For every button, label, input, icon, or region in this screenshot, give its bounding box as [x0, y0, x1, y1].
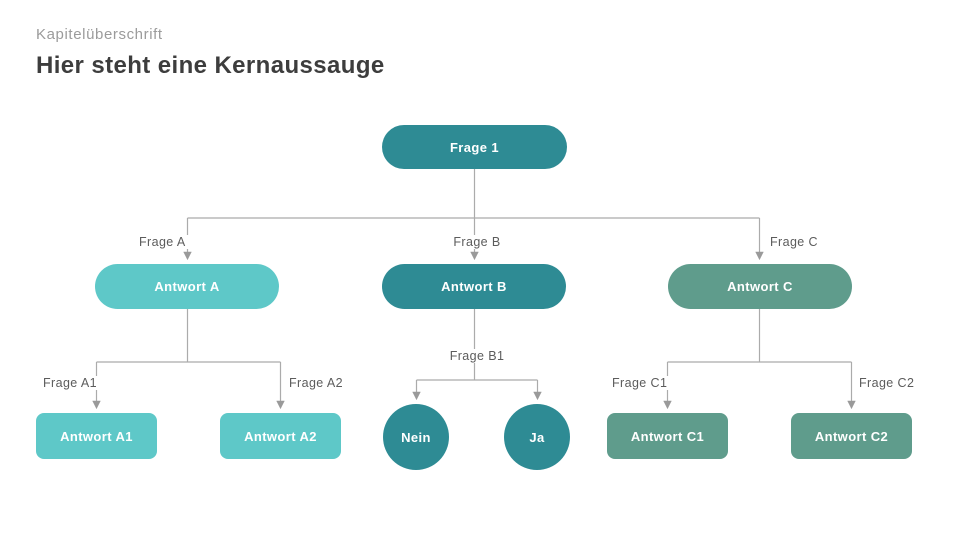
edge-label-frage-a2: Frage A2: [286, 376, 346, 390]
node-antwort-a1: Antwort A1: [36, 413, 157, 459]
node-antwort-c2: Antwort C2: [791, 413, 912, 459]
node-antwort-a2: Antwort A2: [220, 413, 341, 459]
node-antwort-c1: Antwort C1: [607, 413, 728, 459]
node-antwort-a: Antwort A: [95, 264, 279, 309]
slide-kicker: Kapitelüberschrift: [36, 26, 163, 43]
slide-title: Hier steht eine Kernaussauge: [36, 52, 385, 79]
node-antwort-b: Antwort B: [382, 264, 566, 309]
edge-label-frage-a1: Frage A1: [40, 376, 100, 390]
node-antwort-c: Antwort C: [668, 264, 852, 309]
edge-label-frage-c: Frage C: [767, 235, 821, 249]
edge-label-frage-c2: Frage C2: [856, 376, 918, 390]
node-nein: Nein: [383, 404, 449, 470]
edge-label-frage-a: Frage A: [136, 235, 189, 249]
node-frage-1: Frage 1: [382, 125, 567, 169]
node-ja: Ja: [504, 404, 570, 470]
edge-label-frage-b: Frage B: [450, 235, 504, 249]
edge-label-frage-b1: Frage B1: [446, 349, 508, 363]
edge-label-frage-c1: Frage C1: [609, 376, 671, 390]
